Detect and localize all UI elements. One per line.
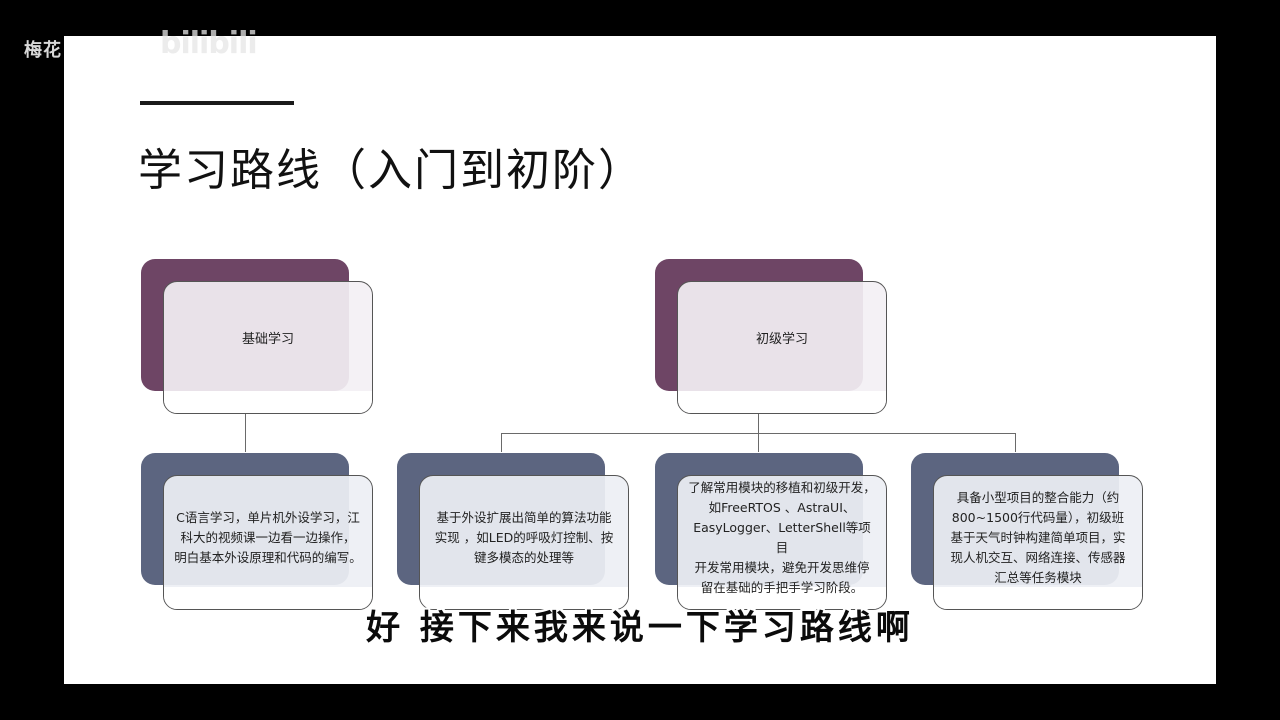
node-card: C语言学习，单片机外设学习，江 科大的视频课一边看一边操作， 明白基本外设原理和… — [163, 475, 373, 610]
connector-basic-vertical — [245, 414, 246, 452]
connector-junior-stem — [758, 414, 759, 433]
node-card: 具备小型项目的整合能力（约 800~1500行代码量），初级班 基于天气时钟构建… — [933, 475, 1143, 610]
node-text: 基于外设扩展出简单的算法功能 实现 ，如LED的呼吸灯控制、按 键多模态的处理等 — [434, 509, 614, 565]
uploader-watermark: 梅花 — [24, 40, 62, 61]
node-card: 基础学习 — [163, 281, 373, 414]
connector-junior-right — [1015, 433, 1016, 452]
connector-junior-mid — [758, 433, 759, 452]
slide-title: 学习路线（入门到初阶） — [138, 145, 644, 196]
node-label: 基础学习 — [241, 332, 294, 347]
title-rule — [140, 101, 294, 105]
node-label: 初级学习 — [755, 332, 808, 347]
node-text: 具备小型项目的整合能力（约 800~1500行代码量），初级班 基于天气时钟构建… — [950, 489, 1126, 585]
presentation-slide: 学习路线（入门到初阶） 基础学习 初级学习 C语言学习，单片机外设学习，江 科大… — [64, 36, 1216, 684]
node-card: 初级学习 — [677, 281, 887, 414]
node-text: 了解常用模块的移植和初级开发， 如FreeRTOS 、AstraUI、 Easy… — [688, 479, 876, 595]
node-card: 基于外设扩展出简单的算法功能 实现 ，如LED的呼吸灯控制、按 键多模态的处理等 — [419, 475, 629, 610]
node-card: 了解常用模块的移植和初级开发， 如FreeRTOS 、AstraUI、 Easy… — [677, 475, 887, 610]
bilibili-logo: bilibili — [160, 26, 258, 61]
video-subtitle: 好 接下来我来说一下学习路线啊 — [366, 608, 914, 648]
connector-junior-left — [501, 433, 502, 452]
node-text: C语言学习，单片机外设学习，江 科大的视频课一边看一边操作， 明白基本外设原理和… — [174, 509, 362, 565]
